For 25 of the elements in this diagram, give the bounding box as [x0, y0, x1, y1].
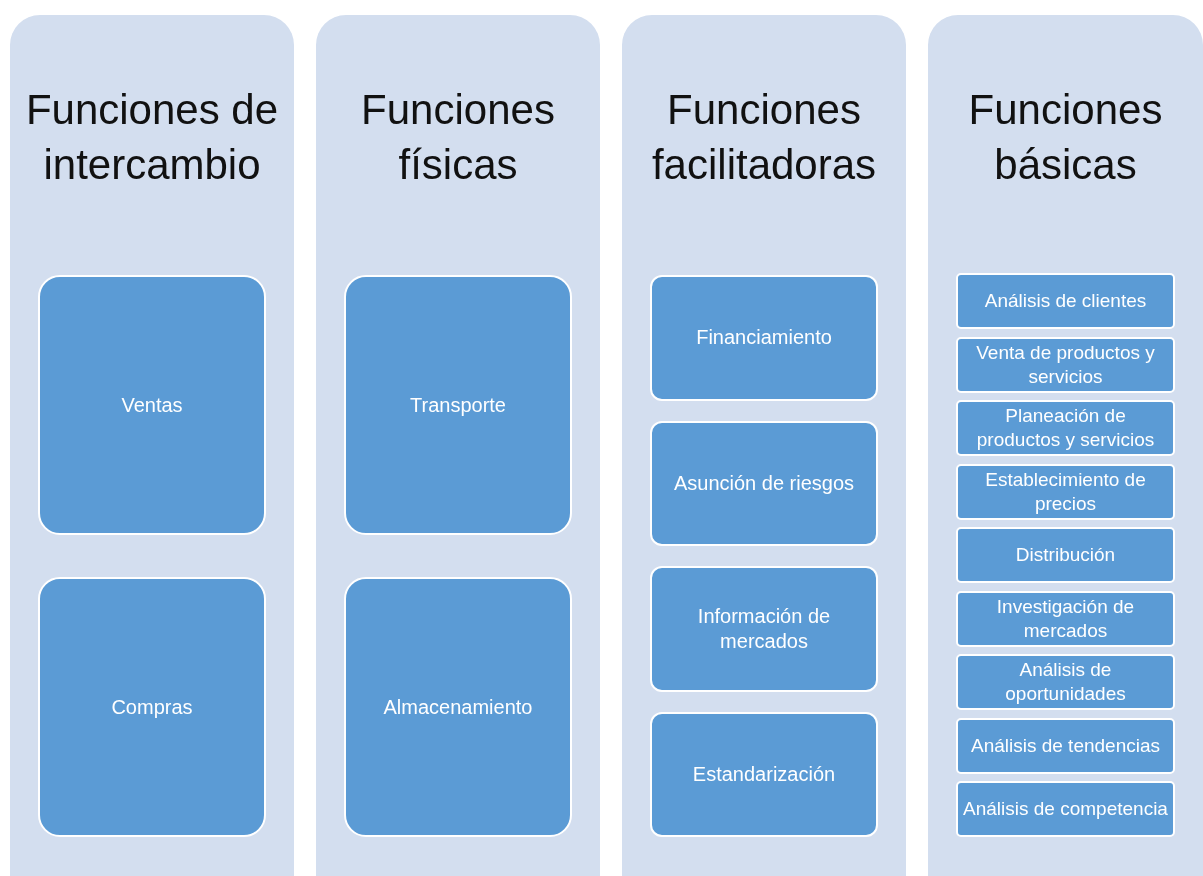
function-box: Información de mercados: [650, 566, 878, 692]
function-box: Análisis de oportunidades: [956, 654, 1175, 710]
column-panel: [10, 15, 294, 876]
function-box: Planeación de productos y servicios: [956, 400, 1175, 456]
function-box: Investigación de mercados: [956, 590, 1175, 647]
column-heading: Funciones básicas: [967, 84, 1164, 190]
function-box: Asunción de riesgos: [650, 420, 878, 546]
function-box: Establecimiento de precios: [956, 463, 1175, 520]
function-box: Análisis de clientes: [956, 273, 1175, 329]
function-box: Ventas: [38, 275, 266, 535]
function-box: Análisis de tendencias: [956, 717, 1175, 774]
column-panel: [622, 15, 906, 876]
column-heading: Funciones facilitadoras: [650, 84, 878, 190]
column-panel: [316, 15, 600, 876]
function-box: Estandarización: [650, 711, 878, 837]
column-heading: Funciones físicas: [360, 84, 556, 190]
function-box: Análisis de competencia: [956, 781, 1175, 837]
function-box: Financiamiento: [650, 275, 878, 401]
function-box: Venta de productos y servicios: [956, 336, 1175, 393]
function-box: Distribución: [956, 527, 1175, 583]
function-box: Almacenamiento: [344, 577, 572, 837]
column-panel: [928, 15, 1203, 876]
column-heading: Funciones de intercambio: [24, 84, 280, 190]
function-box: Compras: [38, 577, 266, 837]
function-box: Transporte: [344, 275, 572, 535]
